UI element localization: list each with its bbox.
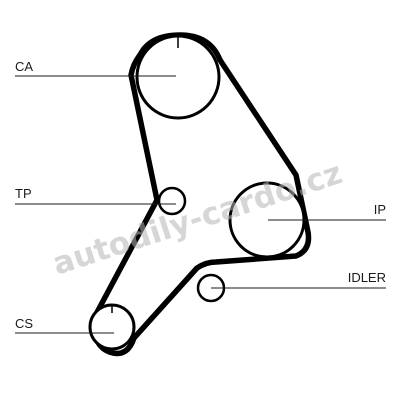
- label-tp: TP: [15, 186, 32, 201]
- camshaft-pulley: [135, 34, 221, 120]
- label-idler: IDLER: [348, 270, 386, 285]
- tensioner-pulley: [157, 186, 187, 216]
- label-ca: CA: [15, 59, 33, 74]
- label-cs: CS: [15, 316, 33, 331]
- crankshaft-pulley: [88, 303, 136, 351]
- label-ip: IP: [374, 202, 386, 217]
- timing-belt: [91, 32, 312, 357]
